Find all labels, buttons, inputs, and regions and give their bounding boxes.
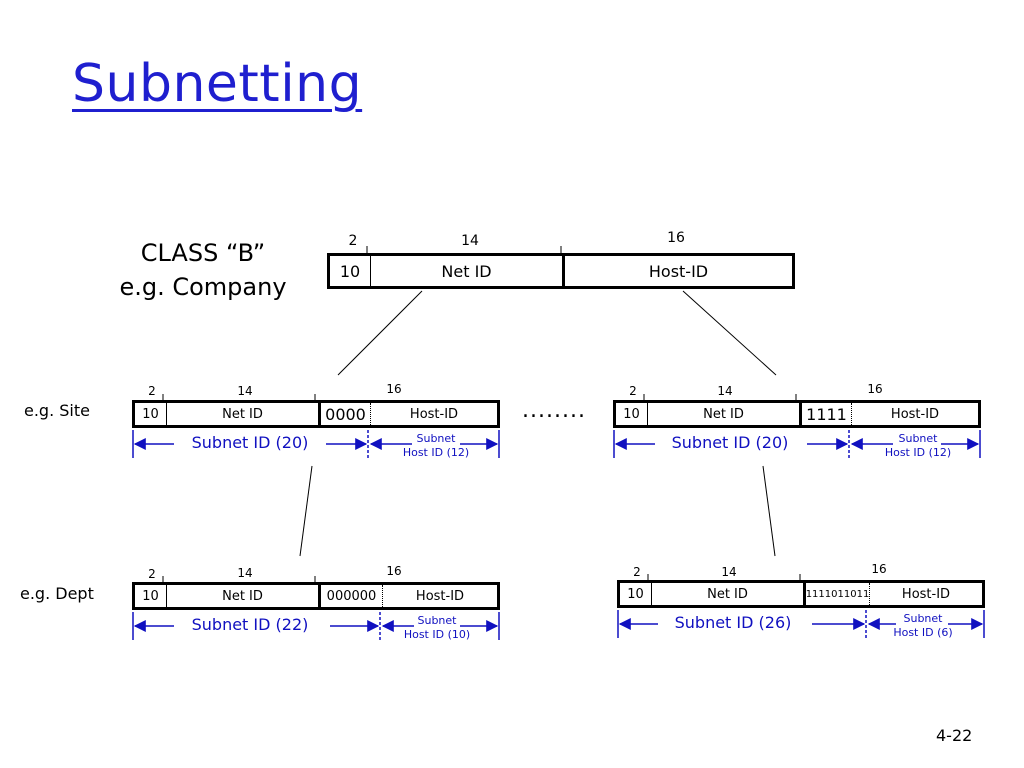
dept-right-subnet-host-line2: Host ID (6) xyxy=(893,626,953,639)
dept-left-bits-host: 16 xyxy=(386,564,402,578)
dept-right-net-id: Net ID xyxy=(651,583,803,605)
dept-left-subnet-host-line1: Subnet xyxy=(417,614,457,627)
class-label: CLASS “B” e.g. Company xyxy=(108,236,298,304)
dept-left-subnet-bits: 000000 xyxy=(318,585,382,607)
ellipsis: ........ xyxy=(522,398,586,423)
top-host-id-cell: Host-ID xyxy=(562,256,792,286)
dept-right-subnet-host-line1: Subnet xyxy=(903,612,943,625)
site-left-bits-host: 16 xyxy=(386,382,402,396)
top-bit-ticks xyxy=(366,246,562,253)
dept-left-subnet-host-line2: Host ID (10) xyxy=(403,628,471,641)
site-left-bits-net: 14 xyxy=(237,384,253,398)
site-left-block: 10 Net ID 0000 Host-ID xyxy=(132,400,500,428)
top-net-id-cell: Net ID xyxy=(370,256,562,286)
site-right-bits-prefix: 2 xyxy=(629,384,637,398)
site-right-net-id: Net ID xyxy=(647,403,799,425)
dept-left-prefix: 10 xyxy=(142,588,159,604)
dept-right-subnet-id-label: Subnet ID (26) xyxy=(674,613,792,632)
dept-right-subnet-bits: 1111011011 xyxy=(803,583,869,605)
top-bits-host: 16 xyxy=(667,230,685,246)
page-number: 4-22 xyxy=(936,726,973,745)
site-left-prefix: 10 xyxy=(142,406,159,422)
site-right-subnet-host-line2: Host ID (12) xyxy=(884,446,952,459)
top-bits-net: 14 xyxy=(461,233,479,249)
dept-right-block: 10 Net ID 1111011011 Host-ID xyxy=(617,580,985,608)
site-left-subnet-host-line2: Host ID (12) xyxy=(402,446,470,459)
site-label: e.g. Site xyxy=(24,401,90,420)
dept-left-net-id: Net ID xyxy=(166,585,318,607)
dept-right-prefix: 10 xyxy=(627,586,644,602)
top-prefix-cell: 10 xyxy=(339,261,361,281)
top-bits-prefix: 2 xyxy=(348,233,358,249)
dept-left-subnet-host-label: Subnet Host ID (10) xyxy=(382,614,492,642)
dept-label: e.g. Dept xyxy=(20,584,94,603)
connector-top-left xyxy=(337,290,423,376)
class-b-address-block: 10 Net ID Host-ID xyxy=(327,253,795,289)
site-right-subnet-id-label: Subnet ID (20) xyxy=(671,433,789,452)
site-left-subnet-host-line1: Subnet xyxy=(416,432,456,445)
dept-left-bits-prefix: 2 xyxy=(148,567,156,581)
site-right-host-id: Host-ID xyxy=(851,403,978,425)
slide-title: Subnetting xyxy=(72,54,363,114)
class-label-text: CLASS “B” xyxy=(140,239,266,267)
site-left-subnet-host-label: Subnet Host ID (12) xyxy=(380,432,492,460)
dept-right-host-id: Host-ID xyxy=(869,583,982,605)
site-right-subnet-host-line1: Subnet xyxy=(898,432,938,445)
site-left-net-id: Net ID xyxy=(166,403,318,425)
dept-left-subnet-id-label: Subnet ID (22) xyxy=(191,615,309,634)
site-right-prefix: 10 xyxy=(623,406,640,422)
site-left-bits-prefix: 2 xyxy=(148,384,156,398)
connector-site-right-dept xyxy=(762,465,776,557)
site-left-subnet-id-label: Subnet ID (20) xyxy=(191,433,309,452)
site-left-subnet-bits: 0000 xyxy=(318,403,370,425)
connector-top-right xyxy=(682,290,777,376)
site-right-bits-host: 16 xyxy=(867,382,883,396)
site-right-subnet-bits: 1111 xyxy=(799,403,851,425)
dept-left-bits-net: 14 xyxy=(237,566,253,580)
dept-right-bits-prefix: 2 xyxy=(633,565,641,579)
site-right-bits-net: 14 xyxy=(717,384,733,398)
dept-left-host-id: Host-ID xyxy=(382,585,497,607)
connector-site-left-dept xyxy=(299,465,313,557)
class-example-text: e.g. Company xyxy=(119,273,287,301)
site-right-subnet-host-label: Subnet Host ID (12) xyxy=(862,432,974,460)
site-right-block: 10 Net ID 1111 Host-ID xyxy=(613,400,981,428)
dept-right-bits-net: 14 xyxy=(721,565,737,579)
site-left-host-id: Host-ID xyxy=(370,403,497,425)
dept-right-bits-host: 16 xyxy=(871,562,887,576)
dept-left-block: 10 Net ID 000000 Host-ID xyxy=(132,582,500,610)
dept-right-subnet-host-label: Subnet Host ID (6) xyxy=(868,612,978,640)
